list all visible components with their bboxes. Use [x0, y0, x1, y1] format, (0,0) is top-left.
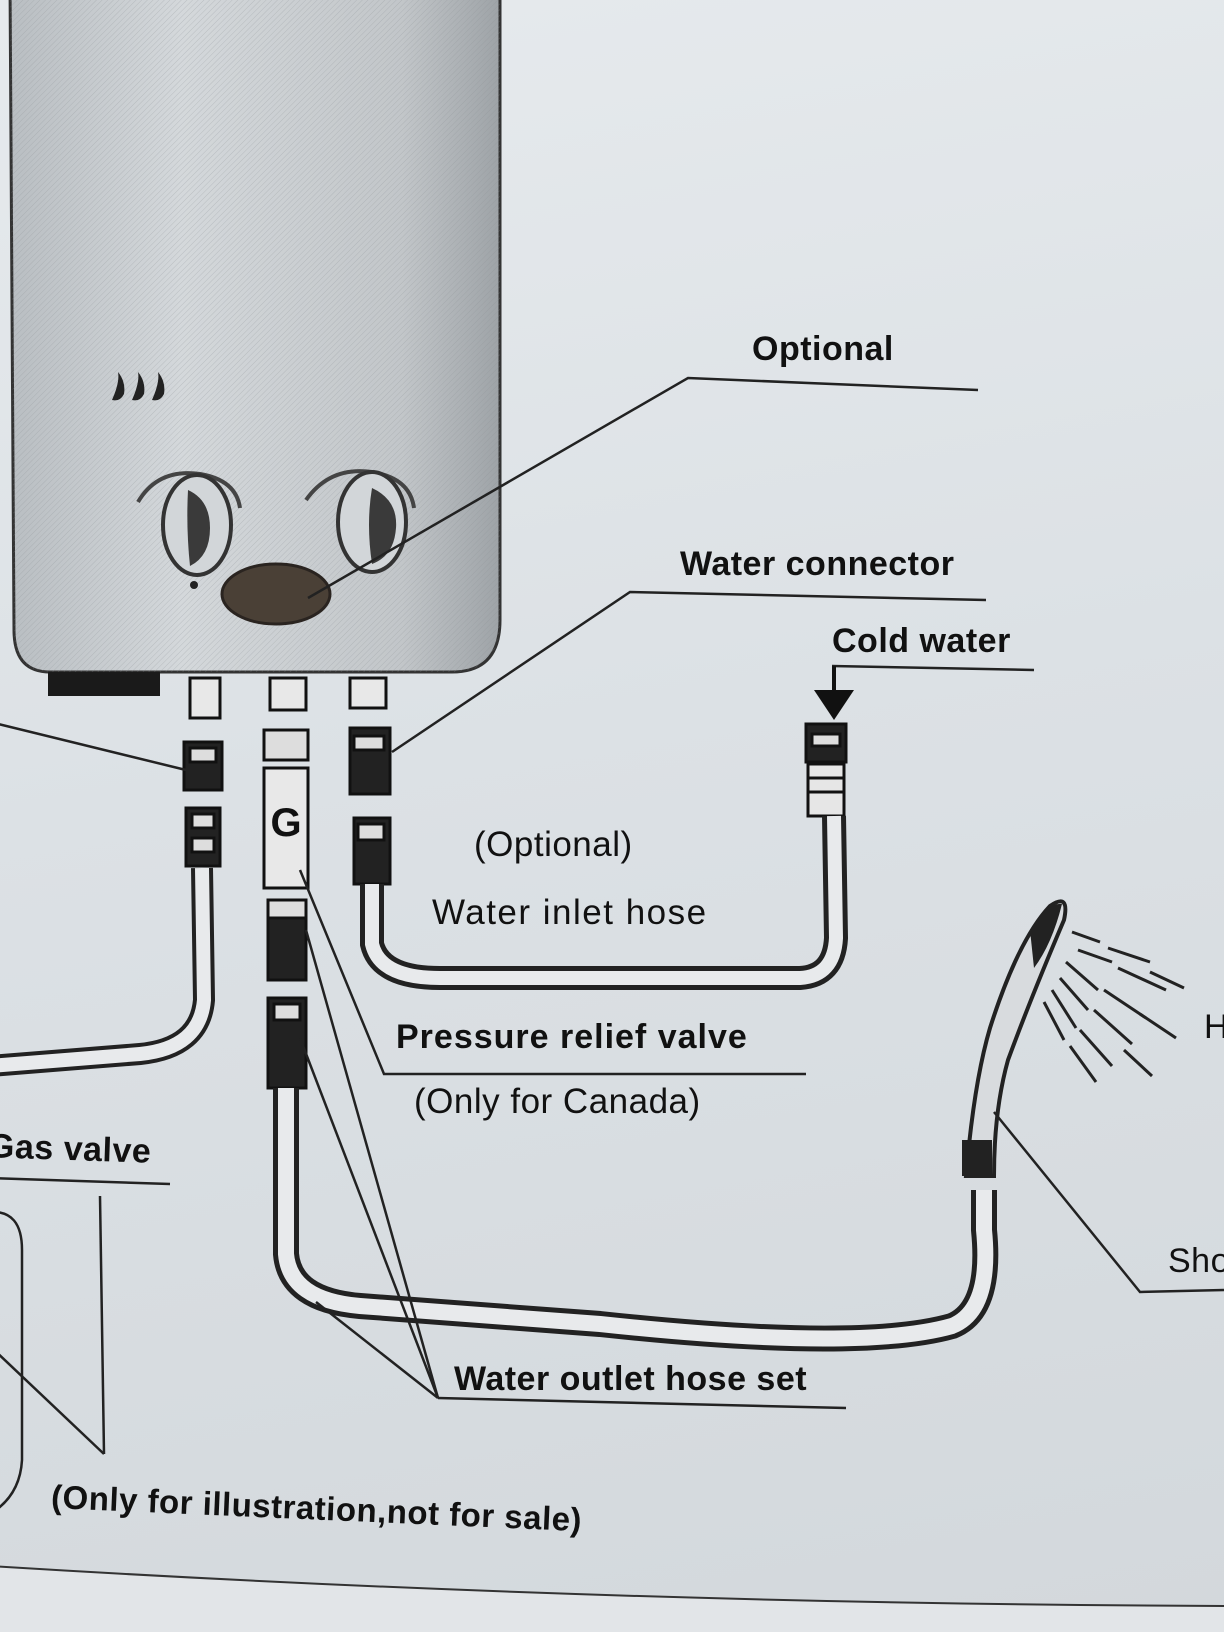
label-cut-off-h: H: [1204, 1008, 1224, 1046]
gas-valve-lines: [0, 1177, 171, 1509]
svg-text:G: G: [270, 801, 301, 845]
label-optional: Optional: [752, 330, 894, 368]
leader-line-shower: [993, 1111, 1224, 1294]
leader-line-optional: [307, 376, 979, 600]
label-water-connector: Water connector: [680, 545, 955, 583]
page-bottom-edge: [0, 1565, 1224, 1632]
label-water-outlet-hose-set: Water outlet hose set: [454, 1360, 808, 1398]
label-cold-water: Cold water: [832, 622, 1011, 660]
knob-icon: [304, 469, 416, 574]
label-water-inlet-hose: Water inlet hose: [432, 893, 708, 932]
display-window-icon: [220, 562, 332, 626]
label-optional-parenthetical: (Optional): [474, 825, 633, 864]
label-only-for-canada: (Only for Canada): [414, 1082, 701, 1121]
leader-line-water-connector: [391, 590, 987, 754]
gas-hose: [0, 867, 216, 1077]
cold-water-fitting: [804, 722, 848, 818]
label-pressure-relief-valve: Pressure relief valve: [396, 1018, 748, 1056]
leader-line-pressure-relief: [298, 869, 806, 1076]
flame-indicator-icon: [112, 372, 165, 401]
center-fitting: G: [262, 676, 310, 1090]
water-fitting: [348, 676, 392, 886]
label-gas-valve: Gas valve: [0, 1127, 152, 1171]
leader-line-gas: [0, 723, 187, 772]
leader-lines-outlet-set: [298, 929, 847, 1410]
arrow-down-icon: [814, 666, 854, 720]
leader-line-cold-water: [831, 664, 1035, 672]
knob-icon: [136, 471, 242, 589]
water-spray-icon: [1042, 930, 1185, 1083]
label-cut-off-sho: Sho: [1168, 1242, 1224, 1280]
gas-fitting: [182, 676, 224, 868]
shower-head-icon: [962, 899, 1068, 1178]
